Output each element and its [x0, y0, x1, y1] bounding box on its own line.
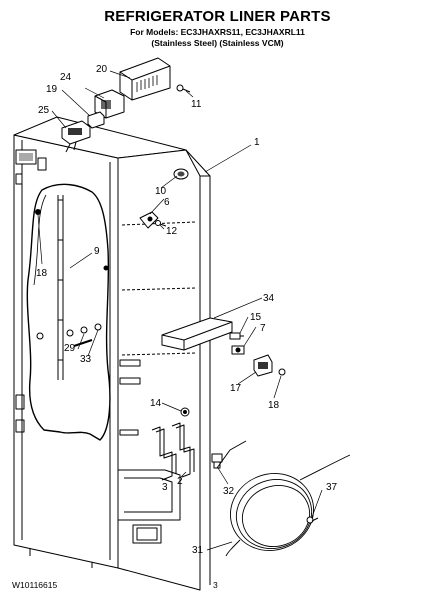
light-socket-10	[173, 168, 189, 180]
air-duct-cover-34	[161, 317, 233, 351]
thermostat-25	[61, 120, 91, 153]
document-number: W10116615	[12, 580, 58, 590]
page-title: REFRIGERATOR LINER PARTS	[104, 8, 331, 25]
callout-2: 2	[177, 476, 183, 487]
callout-32: 32	[223, 486, 235, 497]
callout-17: 17	[230, 383, 242, 394]
callout-10: 10	[155, 186, 167, 197]
callout-12: 12	[166, 226, 178, 237]
callout-25: 25	[38, 105, 50, 116]
tubing-coil-31	[225, 454, 351, 557]
damper-17	[253, 354, 273, 377]
bracket-3	[151, 426, 177, 481]
control-housing-20	[119, 57, 171, 101]
callout-15: 15	[250, 312, 262, 323]
model-variants: (Stainless Steel) (Stainless VCM)	[151, 38, 284, 48]
bracket-2	[171, 422, 195, 478]
switch-15	[229, 332, 244, 340]
wire-harness	[26, 183, 111, 441]
screw-18-right	[278, 368, 286, 376]
switch-7	[231, 345, 245, 355]
callout-33: 33	[80, 354, 92, 365]
callout-11: 11	[191, 99, 202, 110]
callout-14: 14	[150, 398, 162, 409]
callout-24: 24	[60, 72, 72, 83]
callout-20: 20	[96, 64, 108, 75]
spacer-19	[87, 111, 105, 129]
callout-18-right: 18	[268, 400, 280, 411]
callout-29: 29	[64, 343, 76, 354]
screw-37	[306, 516, 319, 524]
nut-14	[180, 407, 190, 417]
callout-34: 34	[263, 293, 275, 304]
callout-18-left: 18	[36, 268, 48, 279]
callout-37: 37	[326, 482, 338, 493]
callout-9: 9	[94, 246, 100, 257]
liner-body	[13, 116, 211, 591]
screws-left	[35, 209, 109, 347]
screw-11	[176, 84, 191, 93]
tube-32	[211, 440, 247, 469]
screw-12	[155, 220, 167, 227]
callout-31: 31	[192, 545, 204, 556]
leader-lines	[37, 70, 323, 551]
callout-3: 3	[162, 482, 168, 493]
page-number: 3	[213, 580, 218, 590]
callout-19: 19	[46, 84, 58, 95]
model-list: For Models: EC3JHAXRS11, EC3JHAXRL11	[130, 27, 305, 37]
callout-1: 1	[254, 137, 260, 148]
callout-7: 7	[260, 323, 266, 334]
bracket-6	[139, 211, 159, 229]
callout-6: 6	[164, 197, 170, 208]
